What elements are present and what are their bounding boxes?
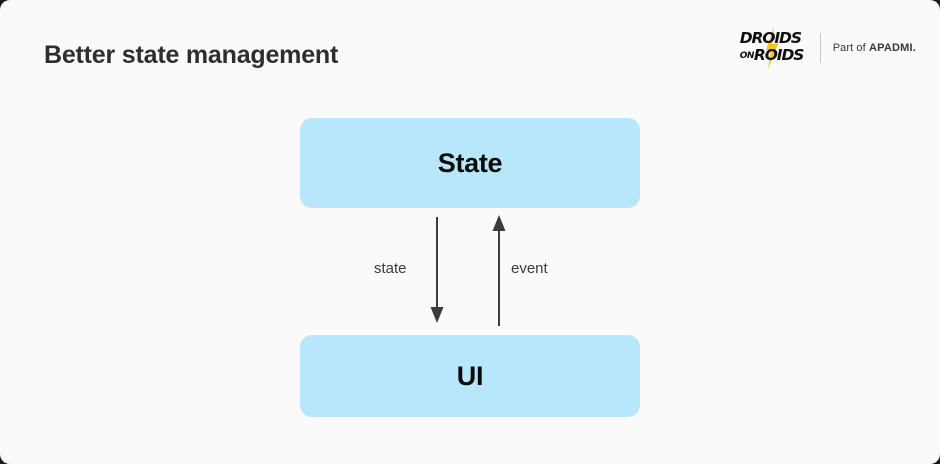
edge-label-state: state — [374, 260, 407, 277]
droids-on-roids-logo: DROIDS ONROIDS — [740, 27, 806, 69]
partner-text: Part of APADMI. — [833, 42, 916, 54]
logo-word-roids: ROIDS — [753, 46, 805, 64]
page-title: Better state management — [44, 41, 339, 69]
logo-line-on-roids: ONROIDS — [739, 46, 805, 64]
node-ui-label: UI — [456, 360, 484, 391]
logo-word-on: ON — [739, 51, 755, 61]
node-state: State — [300, 118, 640, 208]
node-state-label: State — [437, 147, 503, 178]
node-ui: UI — [300, 335, 640, 417]
brand-lockup: DROIDS ONROIDS Part of APADMI. — [740, 26, 916, 70]
logo-line-droids: DROIDS — [739, 29, 802, 47]
arrow-ui-to-state — [492, 215, 506, 326]
lightning-bolt-icon — [765, 27, 778, 69]
partner-prefix: Part of — [832, 42, 869, 54]
brand-divider — [819, 33, 821, 63]
arrow-state-to-ui — [430, 217, 444, 323]
partner-name: APADMI. — [868, 42, 916, 54]
edge-label-event: event — [511, 260, 548, 277]
